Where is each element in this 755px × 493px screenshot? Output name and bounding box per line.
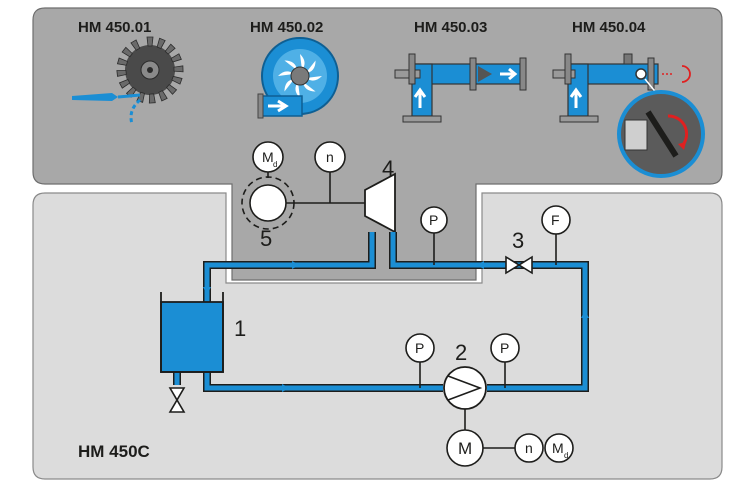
flow-arrow-supply	[282, 384, 290, 392]
top-panel	[32, 7, 723, 281]
torque-gauge-generator-subscript: d	[273, 160, 277, 169]
pump	[443, 366, 487, 410]
label-pump-number: 2	[455, 340, 467, 365]
speed-gauge-motor: n	[514, 433, 544, 463]
flow-arrow-riser	[581, 310, 589, 318]
pressure-gauge-turbine-symbol: P	[429, 212, 438, 228]
torque-gauge-motor-symbol: M	[552, 440, 564, 456]
pipe-network	[173, 232, 589, 392]
flow-arrow-valve-in	[476, 261, 484, 269]
model-label-hm45003: HM 450.03	[414, 19, 487, 36]
label-turbine-number: 4	[382, 156, 394, 181]
model-label-hm45004: HM 450.04	[572, 19, 646, 36]
pressure-gauge-pump-inlet: P	[405, 333, 435, 363]
label-valve-number: 3	[512, 228, 524, 253]
pressure-gauge-pump-outlet-symbol: P	[500, 340, 509, 356]
kaplan-turbine-icon	[552, 53, 705, 178]
flow-meter-symbol: F	[551, 212, 560, 228]
drive-motor: M	[446, 429, 484, 467]
speed-gauge-generator: n	[314, 141, 346, 173]
unit-label: HM 450C	[78, 442, 150, 461]
torque-gauge-motor: M d	[544, 433, 574, 463]
flow-arrow-tank-in	[203, 287, 211, 295]
control-valve	[505, 255, 533, 275]
pressure-gauge-pump-inlet-symbol: P	[415, 340, 424, 356]
flow-meter: F	[541, 205, 571, 235]
francis-turbine-icon	[257, 37, 339, 119]
speed-gauge-motor-symbol: n	[525, 440, 533, 456]
pressure-gauge-turbine: P	[420, 206, 448, 234]
model-label-hm45002: HM 450.02	[250, 19, 323, 36]
torque-gauge-generator-symbol: M	[262, 149, 274, 165]
speed-gauge-generator-symbol: n	[326, 149, 334, 165]
label-generator-number: 5	[260, 226, 272, 251]
label-tank-number: 1	[234, 316, 246, 341]
drive-motor-symbol: M	[458, 439, 472, 458]
pressure-gauge-pump-outlet: P	[490, 333, 520, 363]
torque-gauge-generator: M d	[252, 141, 284, 173]
torque-gauge-motor-subscript: d	[564, 451, 568, 460]
flow-arrow-return	[292, 261, 300, 269]
drain-valve	[168, 387, 186, 413]
model-label-hm45001: HM 450.01	[78, 19, 151, 36]
axial-turbine-icon	[394, 53, 527, 123]
pelton-turbine-icon	[72, 36, 184, 125]
tank	[160, 292, 224, 373]
